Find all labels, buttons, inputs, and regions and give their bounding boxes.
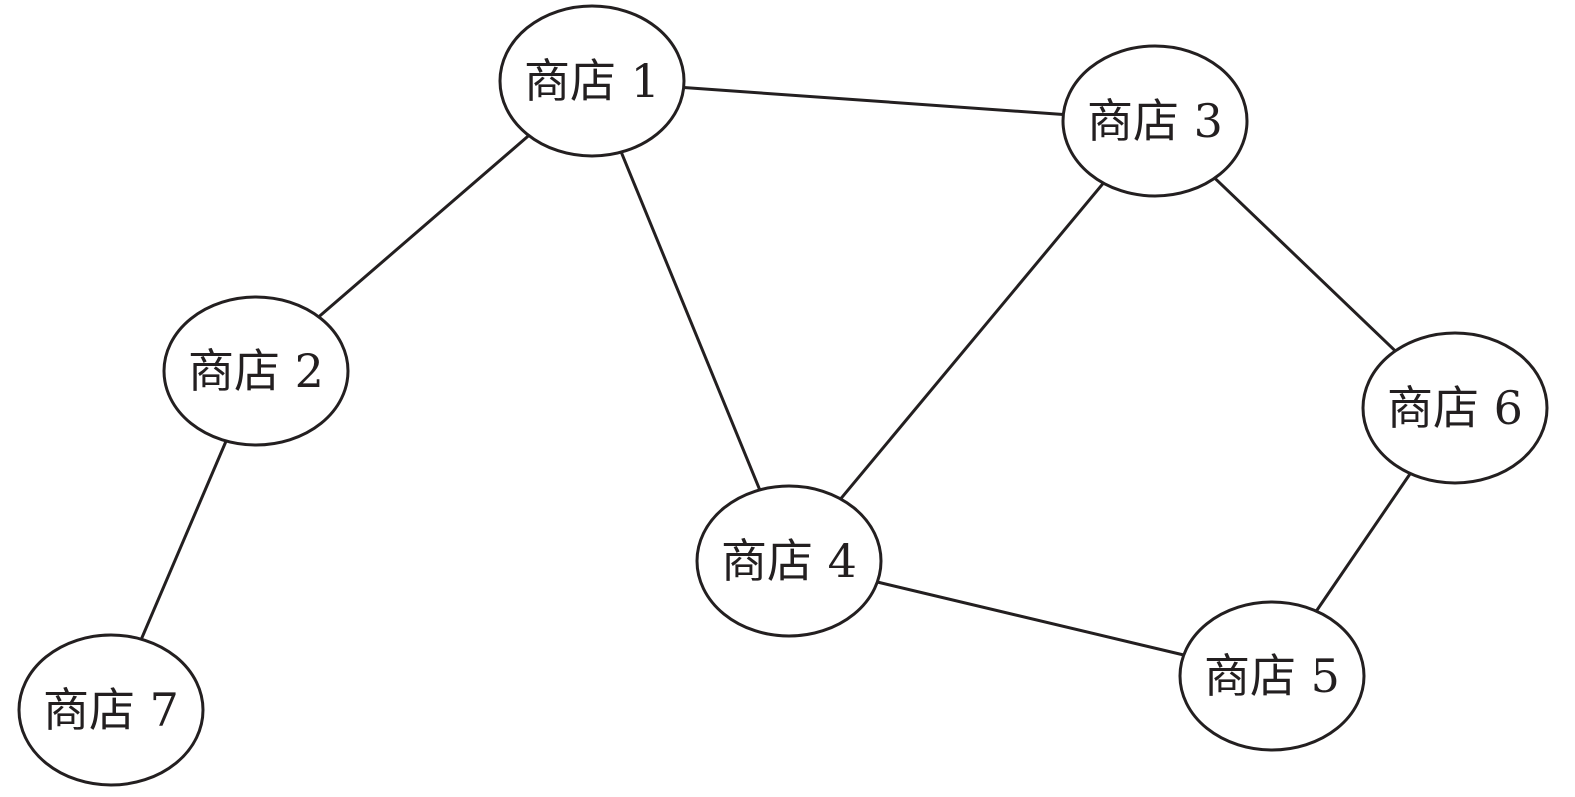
node-store-7-label: 商店 7 <box>43 683 179 737</box>
node-store-1-label: 商店 1 <box>524 54 660 108</box>
node-store-3: 商店 3 <box>1061 44 1249 198</box>
node-store-4-ellipse <box>695 484 883 638</box>
node-store-1-ellipse <box>498 4 686 158</box>
node-store-6-ellipse <box>1361 331 1549 485</box>
node-store-3-ellipse <box>1061 44 1249 198</box>
node-store-6-label: 商店 6 <box>1387 381 1523 435</box>
edge-3-6 <box>1213 177 1397 352</box>
edge-4-5 <box>876 580 1185 657</box>
node-store-5: 商店 5 <box>1178 600 1366 752</box>
edges-layer <box>139 86 1412 657</box>
node-store-6: 商店 6 <box>1361 331 1549 485</box>
node-store-7-ellipse <box>17 633 205 787</box>
node-store-4: 商店 4 <box>695 484 883 638</box>
node-store-4-label: 商店 4 <box>721 534 857 588</box>
node-store-2-label: 商店 2 <box>188 344 324 398</box>
node-store-2-ellipse <box>162 295 350 447</box>
edge-1-4 <box>619 151 762 491</box>
node-store-5-label: 商店 5 <box>1204 649 1340 703</box>
edge-2-7 <box>139 440 228 640</box>
node-store-5-ellipse <box>1178 600 1366 752</box>
node-store-7: 商店 7 <box>17 633 205 787</box>
node-store-2: 商店 2 <box>162 295 350 447</box>
edge-5-6 <box>1315 472 1412 612</box>
node-store-1: 商店 1 <box>498 4 686 158</box>
nodes-layer: 商店 1 商店 2 商店 3 商店 4 商店 5 商店 6 商店 7 <box>17 4 1549 787</box>
edge-1-3 <box>683 86 1064 116</box>
edge-3-4 <box>839 182 1105 500</box>
node-store-3-label: 商店 3 <box>1087 94 1223 148</box>
edge-1-2 <box>317 134 530 319</box>
